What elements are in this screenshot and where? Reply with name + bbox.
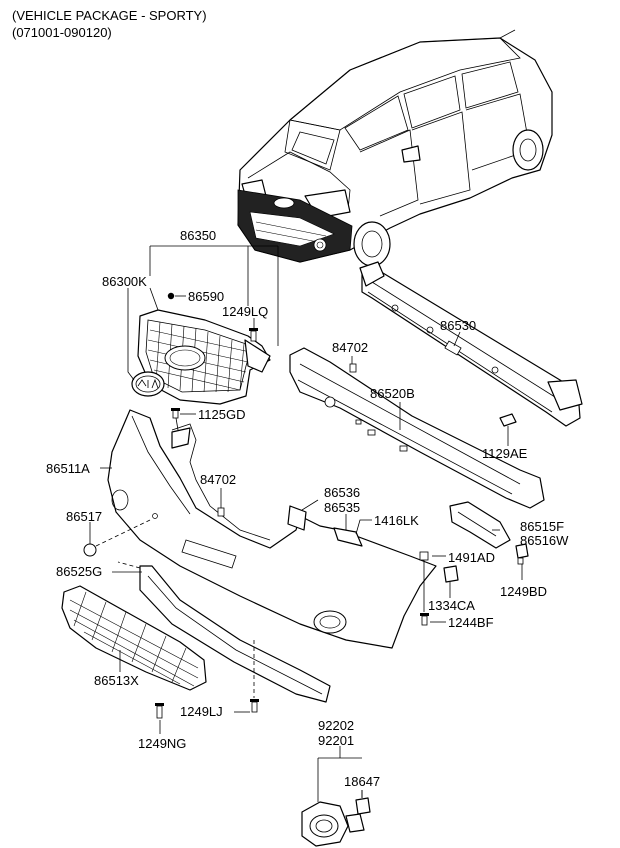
label-86515f: 86515F — [520, 519, 564, 534]
vehicle-illustration — [237, 29, 553, 267]
label-86350: 86350 — [180, 228, 216, 243]
label-1249lj: 1249LJ — [180, 704, 223, 719]
label-86511a: 86511A — [46, 461, 90, 476]
label-1249ng: 1249NG — [138, 736, 186, 751]
screw-1249bd — [515, 543, 529, 565]
label-1129ae: 1129AE — [482, 446, 528, 461]
screw-1249lq — [249, 328, 258, 342]
lower-molding-86525g — [139, 565, 331, 703]
label-18647: 18647 — [344, 774, 380, 789]
label-86525g: 86525G — [56, 564, 102, 579]
energy-absorber-86520b — [289, 347, 545, 509]
bolt-1129ae — [499, 413, 517, 442]
label-92201: 92201 — [318, 733, 354, 748]
clip-86590 — [167, 292, 175, 300]
screw-1125gd — [171, 408, 191, 449]
bulb-18647 — [355, 790, 371, 815]
label-92202: 92202 — [318, 718, 354, 733]
bumper-beam-86530 — [359, 261, 583, 427]
label-86513x: 86513X — [94, 673, 139, 688]
clip-84702-top — [349, 363, 357, 373]
label-1249lq: 1249LQ — [222, 304, 268, 319]
side-bracket-86515f — [449, 501, 511, 549]
screw-1249lj — [250, 699, 259, 713]
leader-lines — [89, 245, 523, 802]
label-86517: 86517 — [66, 509, 102, 524]
screw-1249ng — [155, 703, 164, 719]
screw-1244bf — [420, 613, 429, 626]
label-86520b: 86520B — [370, 386, 415, 401]
cap-86517 — [83, 543, 97, 557]
label-1249bd: 1249BD — [500, 584, 547, 599]
lower-grille-86513x — [61, 585, 207, 691]
label-1491ad: 1491AD — [448, 550, 495, 565]
label-84702-top: 84702 — [332, 340, 368, 355]
label-1334ca: 1334CA — [428, 598, 475, 613]
clip-1491ad — [419, 551, 429, 561]
label-86516w: 86516W — [520, 533, 569, 548]
header-package-title: (VEHICLE PACKAGE - SPORTY) — [12, 8, 207, 23]
label-1244bf: 1244BF — [448, 615, 494, 630]
clip-84702-mid — [217, 507, 225, 517]
fog-lamp-assembly — [301, 801, 365, 847]
kia-emblem — [131, 371, 165, 397]
label-86536: 86536 — [324, 485, 360, 500]
bracket-86535 — [333, 527, 363, 547]
label-1125gd: 1125GD — [198, 407, 245, 422]
label-84702-mid: 84702 — [200, 472, 236, 487]
label-86590: 86590 — [188, 289, 224, 304]
label-86530: 86530 — [440, 318, 476, 333]
nut-1334ca — [443, 565, 459, 583]
bracket-86536 — [287, 505, 307, 531]
label-86535: 86535 — [324, 500, 360, 515]
label-1416lk: 1416LK — [374, 513, 419, 528]
lower-grille-mesh — [69, 591, 199, 687]
front-bumper-cover-86511a — [107, 409, 437, 649]
radiator-grille-assembly — [137, 309, 271, 405]
label-86300k: 86300K — [102, 274, 147, 289]
grille-mesh — [147, 321, 251, 393]
header-date-range: (071001-090120) — [12, 25, 112, 40]
